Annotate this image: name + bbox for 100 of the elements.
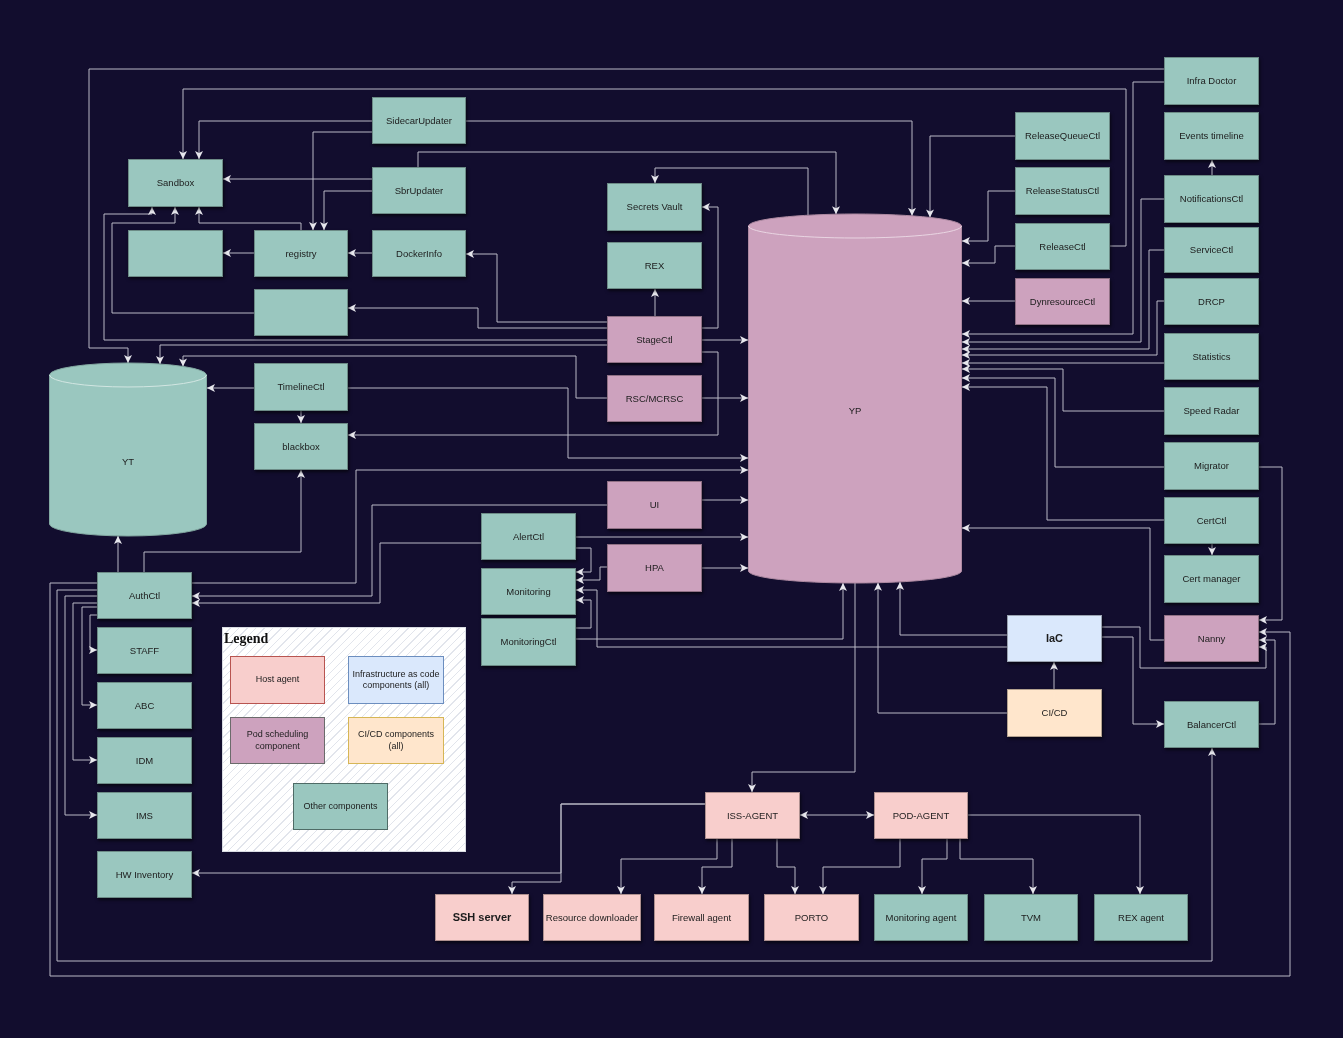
node-label: Firewall agent [670,911,733,924]
legend-label: CI/CD components (all) [357,729,435,752]
process-box [1015,223,1110,270]
arrow [776,838,799,895]
process-box [607,481,702,529]
node-label: REX agent [1117,911,1165,924]
node-label: Cert manager [1181,573,1242,585]
process-box [607,316,702,363]
node-label: SSH server [451,910,513,925]
arrow [1258,466,1283,624]
arrow [961,81,1165,338]
arrow [1258,636,1276,725]
node-label: YT [120,455,136,468]
arrow [961,300,1165,359]
arrow [297,410,305,424]
arrow [1101,626,1267,669]
node-label: TVM [1019,911,1043,924]
arrow [575,533,749,541]
arrow [961,249,1165,353]
arrow [575,586,1008,648]
process-box [705,792,800,839]
arrow [81,606,98,709]
arrow [206,384,255,392]
arrow [819,838,901,895]
process-box [481,568,576,615]
node-label: Statistics [1191,350,1232,363]
process-box [1164,112,1259,160]
node-label: TimelineCtl [276,381,326,393]
node-label: PORTO [793,911,830,924]
process-box [1007,689,1102,737]
node-label: ServiceCtl [1188,244,1235,256]
arrow [701,336,749,344]
process-box [1164,227,1259,273]
node-label: MonitoringCtl [499,636,558,648]
process-box [543,894,641,941]
node-label: Events timeline [1178,130,1245,142]
process-box [97,851,192,898]
arrow [617,838,718,895]
process-box [128,159,223,207]
process-box [97,682,192,729]
process-box [435,894,529,941]
arrow [1050,661,1058,690]
node-label: DRCP [1197,295,1226,308]
node-label: Speed Radar [1182,405,1241,417]
arrow [347,387,749,462]
process-box [97,737,192,784]
arrow [961,198,1165,346]
node-label: AuthCtl [127,589,162,602]
process-box [1164,57,1259,105]
process-box [254,423,348,470]
arrow [465,120,916,217]
arrow [748,582,856,793]
node-label: registry [284,247,318,260]
process-box [481,513,576,560]
arrow [88,68,1165,364]
legend-label: Pod scheduling component [245,729,310,752]
arrow [320,190,373,231]
node-label: UI [648,499,661,511]
process-box [128,230,223,277]
node-label: DynresourceCtl [1028,295,1097,308]
arrow [347,351,719,439]
node-label: DockerInfo [395,247,443,260]
process-box [372,167,466,214]
arrow [961,365,1165,412]
process-box [764,894,859,941]
process-box [1164,333,1259,380]
node-label: NotificationsCtl [1178,193,1245,205]
arrow [575,547,592,576]
arrow [961,245,1016,267]
arrow [575,566,608,584]
node-label: AlertCtl [511,530,546,543]
node-label: CertCtl [1195,514,1228,527]
process-box [1015,167,1110,215]
arrow [651,288,659,317]
node-label: blackbox [281,440,321,453]
arrow [179,88,1127,247]
process-box [97,627,192,674]
node-label: Infra Doctor [1185,75,1238,87]
arrow [961,359,1165,367]
arrow [508,803,706,895]
process-box [372,97,466,144]
arrow [191,466,749,584]
node-label: STAFF [128,644,161,657]
arrow [191,504,608,600]
arrow [309,131,373,231]
node-label: StageCtl [635,333,674,346]
node-label: Sandbox [155,177,196,189]
arrow [961,374,1165,468]
arrow [417,151,840,215]
arrow [575,582,847,640]
arrow [926,135,1016,218]
arrow [575,596,592,629]
node-label: POD-AGENT [891,809,951,822]
arrow [961,383,1165,521]
process-box [607,544,702,592]
arrow [347,304,608,329]
legend-label: Infrastructure as code components (all) [351,668,441,692]
arrow [701,203,719,329]
process-box [874,792,968,839]
process-box [1164,278,1259,325]
